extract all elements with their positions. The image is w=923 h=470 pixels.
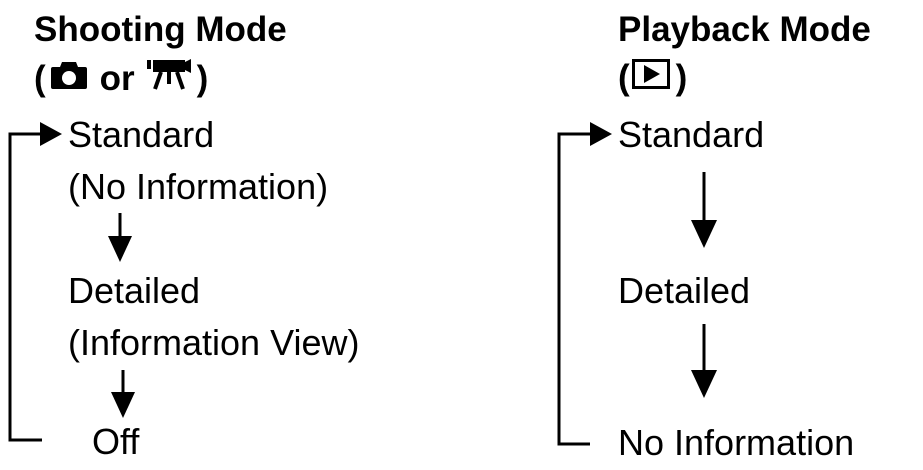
movie-camera-icon [146,58,191,99]
shooting-item-standard: Standard [68,114,215,155]
shooting-paren-open: ( [34,58,46,98]
playback-mode-title: Playback Mode [618,10,871,49]
playback-loop-arrowhead [590,122,612,146]
shooting-arrow-1-head [108,236,132,262]
shooting-paren-close: ) [196,58,209,98]
playback-item-standard: Standard [618,114,765,155]
shooting-arrow-2-head [111,392,135,418]
shooting-loop-line [8,132,42,442]
playback-paren-close: ) [675,58,688,97]
shooting-loop-arrowhead [40,122,62,146]
shooting-mode-subtitle: ( or ) [34,58,208,99]
playback-mode-subtitle: ( ) [618,58,687,98]
shooting-or-text: or [99,58,135,98]
shooting-item-off: Off [92,421,140,462]
playback-loop-line [557,132,592,446]
shooting-mode-title: Shooting Mode [34,10,287,49]
playback-paren-open: ( [618,58,630,97]
shooting-item-detailed: Detailed [68,270,201,311]
playback-arrow-1-head [691,220,717,248]
shooting-item-no-information: (No Information) [68,166,329,207]
playback-item-detailed: Detailed [618,270,751,311]
play-icon [631,58,670,98]
shooting-item-information-view: (Information View) [68,322,360,363]
playback-arrow-2-head [691,370,717,398]
camera-icon [50,59,88,99]
playback-item-no-information: No Information [618,422,855,463]
